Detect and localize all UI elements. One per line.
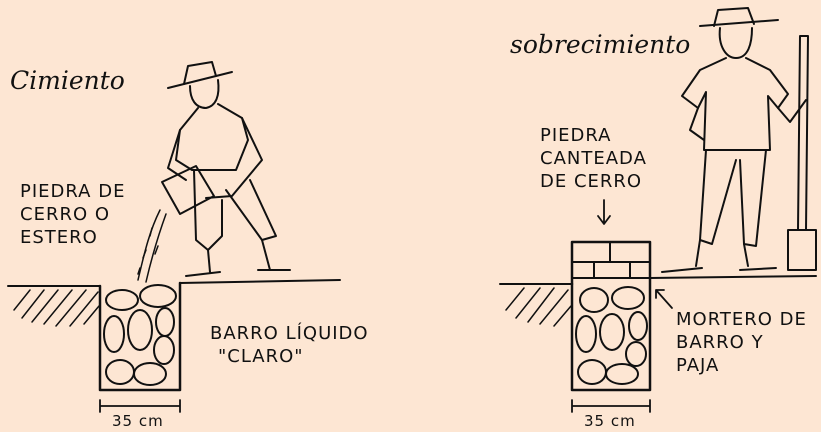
left-stone-label: PIEDRA DE CERRO O ESTERO (20, 180, 125, 249)
right-stone-label: PIEDRA CANTEADA DE CERRO (540, 124, 647, 193)
right-stone-label-line: PIEDRA (540, 125, 612, 146)
right-wall-blocks (571, 241, 651, 279)
mortar-label-line: PAJA (676, 355, 720, 376)
right-trench-stones (575, 286, 648, 385)
left-width-label: 35 cm (112, 412, 164, 430)
left-dimension-marker (99, 399, 181, 413)
mud-label-line: BARRO LÍQUIDO (210, 323, 369, 344)
right-width-label: 35 cm (584, 412, 636, 430)
left-trench-stones (103, 284, 177, 386)
right-stone-label-line: CANTEADA (540, 148, 647, 169)
mortar-label-line: MORTERO DE (676, 309, 807, 330)
mud-label: BARRO LÍQUIDO "CLARO" (210, 322, 369, 368)
right-stone-label-line: DE CERRO (540, 171, 643, 192)
left-ground (7, 279, 341, 392)
cimiento-title: Cimiento (10, 66, 125, 95)
right-dimension-marker (571, 399, 651, 413)
mud-label-line: "CLARO" (218, 346, 304, 367)
left-stone-label-line: CERRO O (20, 204, 111, 225)
right-pointer-arrows (597, 199, 673, 309)
left-stone-label-line: ESTERO (20, 227, 98, 248)
left-stone-label-line: PIEDRA DE (20, 181, 126, 202)
left-worker-figure (161, 61, 291, 277)
mortar-label: MORTERO DE BARRO Y PAJA (676, 308, 807, 377)
mortar-label-line: BARRO Y (676, 332, 764, 353)
right-worker-figure (661, 7, 817, 273)
sobrecimiento-title: sobrecimiento (510, 30, 691, 59)
left-pouring-stream (137, 209, 167, 283)
